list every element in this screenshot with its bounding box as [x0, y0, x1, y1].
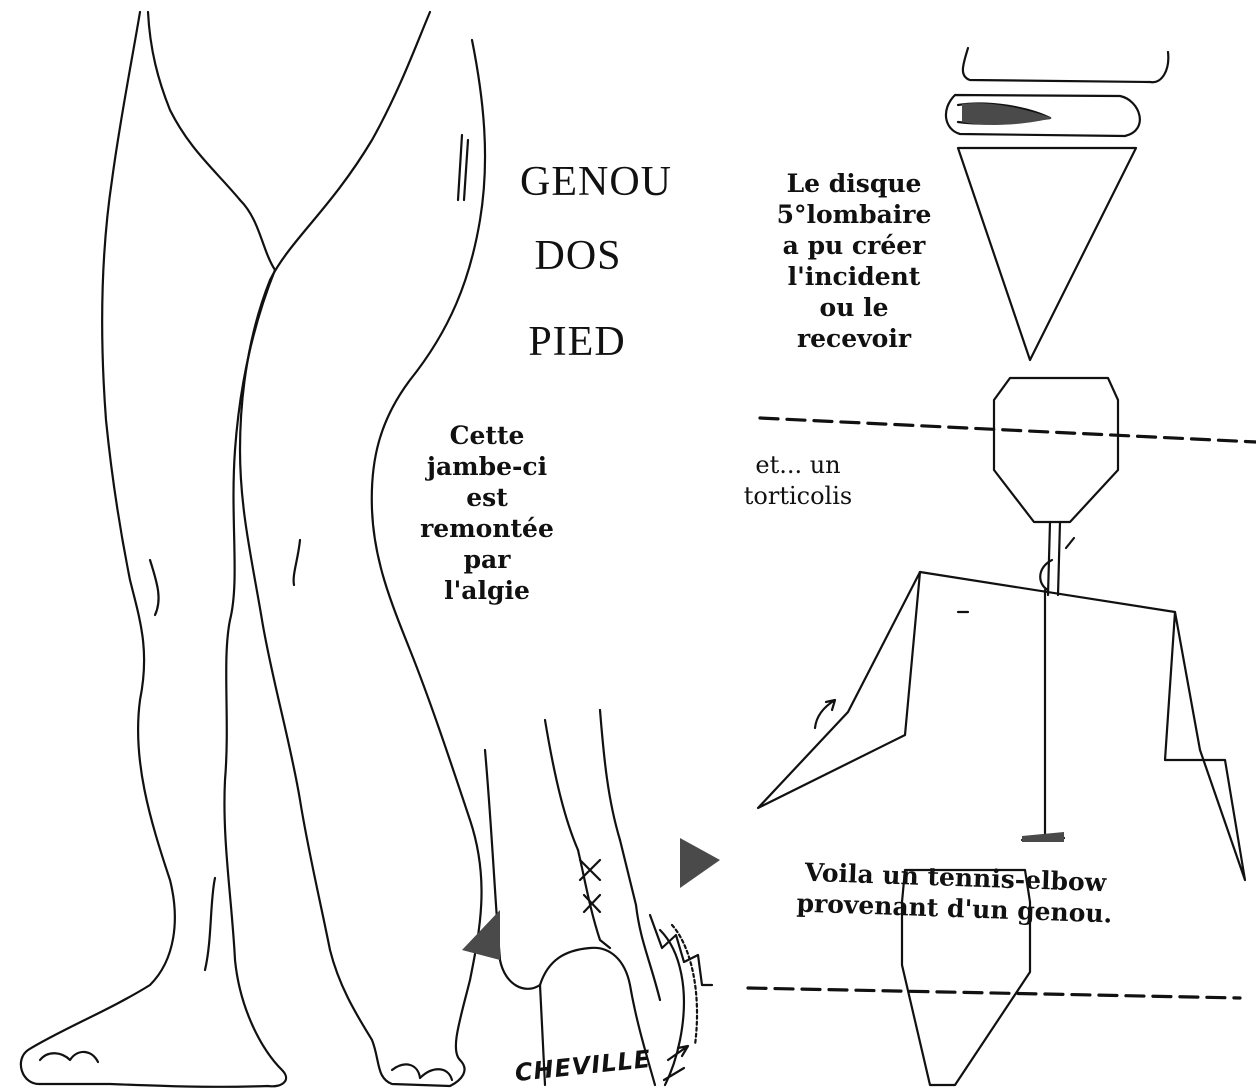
title-dos: DOS [518, 232, 638, 280]
ankle-closeup-drawing [485, 710, 712, 1085]
disque-line-3: a pu créer [764, 230, 944, 261]
disque-caption: Le disque 5°lombaire a pu créer l'incide… [764, 168, 944, 354]
jambe-line-5: par [402, 544, 572, 575]
jambe-caption: Cette jambe-ci est remontée par l'algie [402, 420, 572, 606]
jambe-line-3: est [402, 482, 572, 513]
torticolis-line-1: et... un [728, 450, 868, 481]
title-pied: PIED [512, 318, 642, 366]
torticolis-line-2: torticolis [728, 481, 868, 512]
jambe-line-6: l'algie [402, 575, 572, 606]
left-leg-drawing [21, 12, 286, 1087]
jambe-line-2: jambe-ci [402, 451, 572, 482]
direction-triangles [462, 838, 720, 960]
disque-line-4: l'incident [764, 261, 944, 292]
shaded-disc-marks [962, 103, 1064, 842]
title-genou: GENOU [516, 158, 676, 206]
tennis-elbow-caption: Voila un tennis-elbow provenant d'un gen… [789, 856, 1121, 929]
jambe-line-1: Cette [402, 420, 572, 451]
disque-line-5: ou le [764, 292, 944, 323]
disque-line-2: 5°lombaire [764, 199, 944, 230]
torticolis-caption: et... un torticolis [728, 450, 868, 512]
disque-line-1: Le disque [764, 168, 944, 199]
jambe-line-4: remontée [402, 513, 572, 544]
disque-line-6: recevoir [764, 323, 944, 354]
